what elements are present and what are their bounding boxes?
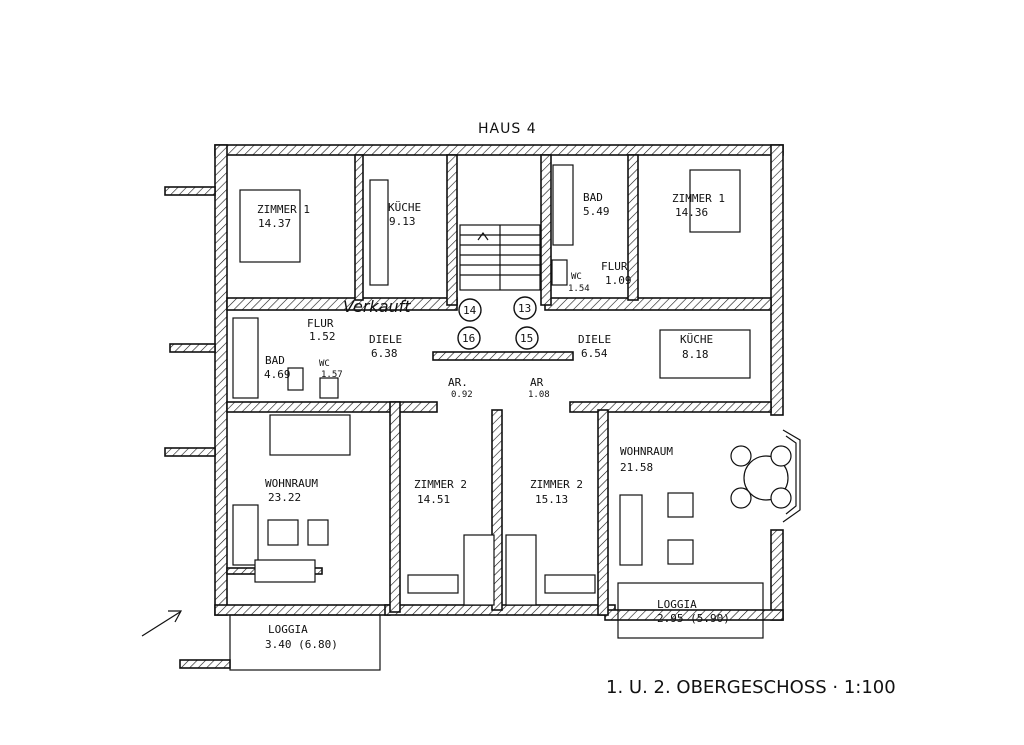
room-bad-left-area: 4.69 — [264, 368, 291, 381]
room-zimmer1-right-area: 14.36 — [675, 206, 708, 219]
staircase — [459, 224, 541, 291]
room-kueche-right-name: KÜCHE — [680, 333, 713, 346]
room-kueche-left-name: KÜCHE — [388, 201, 421, 214]
unit-number-13: 13 — [518, 302, 531, 315]
room-zimmer1-left-name: ZIMMER 1 — [257, 203, 310, 216]
room-zimmer2-right-area: 15.13 — [535, 493, 568, 506]
room-diele-right-area: 6.54 — [581, 347, 608, 360]
room-diele-left-area: 6.38 — [371, 347, 398, 360]
room-wohnraum-right-area: 21.58 — [620, 461, 653, 474]
room-wc-right-area: 1.54 — [568, 284, 590, 294]
unit-number-16: 16 — [462, 332, 475, 345]
room-ar-right-name: AR — [530, 376, 544, 389]
room-flur-right-name: FLUR — [601, 260, 628, 273]
room-zimmer1-left-area: 14.37 — [258, 217, 291, 230]
furniture — [232, 164, 792, 606]
room-wc-left-area: 1.57 — [321, 370, 343, 380]
loggias — [179, 582, 764, 671]
room-kueche-left-area: 9.13 — [389, 215, 416, 228]
room-flur-left-area: 1.52 — [309, 330, 336, 343]
room-zimmer2-left-name: ZIMMER 2 — [414, 478, 467, 491]
room-bad-right-area: 5.49 — [583, 205, 610, 218]
room-loggia-right-area: 2.95 (5.90) — [657, 612, 730, 625]
room-ar-left-name: AR. — [448, 376, 468, 389]
room-flur-left-name: FLUR — [307, 317, 334, 330]
room-loggia-right-name: LOGGIA — [657, 598, 697, 611]
room-ar-left-area: 0.92 — [451, 390, 473, 400]
room-wohnraum-left-name: WOHNRAUM — [265, 477, 318, 490]
room-flur-right-area: 1.09 — [605, 274, 632, 287]
room-loggia-left-area: 3.40 (6.80) — [265, 638, 338, 651]
room-diele-right-name: DIELE — [578, 333, 611, 346]
room-zimmer2-left-area: 14.51 — [417, 493, 450, 506]
room-zimmer2-right-name: ZIMMER 2 — [530, 478, 583, 491]
room-wc-right-name: WC — [571, 272, 582, 282]
room-diele-left-name: DIELE — [369, 333, 402, 346]
room-wc-left-name: WC — [319, 359, 330, 369]
room-ar-right-area: 1.08 — [528, 390, 550, 400]
unit-number-markers: 14 13 16 15 — [457, 296, 539, 350]
bay-window — [782, 429, 801, 523]
room-bad-left-name: BAD — [265, 354, 285, 367]
room-loggia-left-name: LOGGIA — [268, 623, 308, 636]
plan-title: HAUS 4 — [478, 121, 537, 137]
north-arrow-icon — [141, 610, 183, 637]
room-zimmer1-right-name: ZIMMER 1 — [672, 192, 725, 205]
room-kueche-right-area: 8.18 — [682, 348, 709, 361]
room-labels: ZIMMER 1 14.37 KÜCHE 9.13 BAD 5.49 ZIMME… — [257, 191, 730, 651]
unit-number-15: 15 — [520, 332, 533, 345]
room-wohnraum-right-name: WOHNRAUM — [620, 445, 673, 458]
plan-footer: 1. U. 2. OBERGESCHOSS · 1:100 — [606, 677, 896, 698]
room-bad-right-name: BAD — [583, 191, 603, 204]
sold-stamp: Verkauft — [343, 297, 411, 316]
interior-walls — [226, 154, 772, 616]
unit-number-14: 14 — [463, 304, 477, 317]
room-wohnraum-left-area: 23.22 — [268, 491, 301, 504]
